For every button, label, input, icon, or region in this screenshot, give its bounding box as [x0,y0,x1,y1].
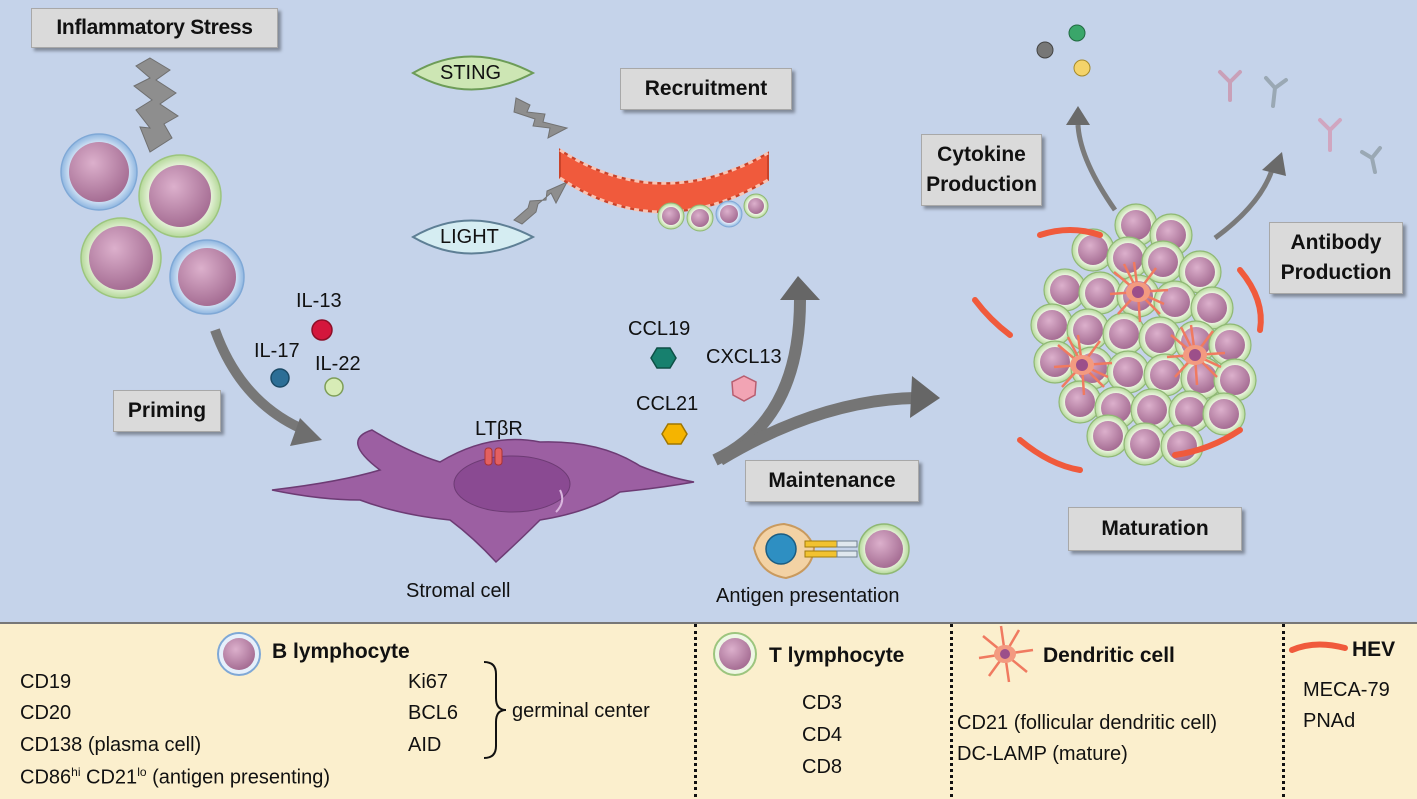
sting-label: STING [440,62,502,84]
hev-marker-pnad: PNAd [1303,710,1356,732]
antibody-production-box: Antibody Production [1269,222,1403,294]
hev-vessel [559,148,769,232]
antibody-icons [1218,70,1382,174]
legend-panel: B lymphocyte CD19 CD20 CD138 (plasma cel… [0,622,1417,799]
hev-icon [1289,641,1348,653]
cd86-text: CD86 [20,766,72,789]
dc-marker-dc-lamp: DC-LAMP (mature) [957,743,1128,765]
il22-label: IL-22 [315,353,361,375]
t-marker-cd3: CD3 [802,692,843,714]
cd86-sup: hi [71,765,81,779]
diagram-artwork [60,24,1382,580]
stromal-cell [271,429,695,564]
cytokine-production-box: Cytokine Production [921,134,1042,206]
il22-dot-icon [324,377,344,397]
antigen-presentation-icon [752,522,910,580]
legend-divider-2 [950,624,953,797]
t-marker-cd4: CD4 [802,724,843,746]
gc-marker-ki67: Ki67 [408,671,449,693]
cxcl13-label: CXCL13 [706,346,782,368]
gc-marker-bcl6: BCL6 [408,702,459,724]
gc-marker-aid: AID [408,734,442,756]
dendritic-cell-title: Dendritic cell [1043,644,1175,667]
light-label: LIGHT [440,226,499,248]
priming-box: Priming [113,390,221,432]
stromal-cell-caption: Stromal cell [406,580,511,602]
b-lymphocyte-title: B lymphocyte [272,640,410,663]
il13-dot-icon [311,319,333,341]
t-lymphocyte-title: T lymphocyte [769,644,905,667]
hev-title: HEV [1352,638,1396,661]
hev-marker-meca79: MECA-79 [1303,679,1390,701]
il13-label: IL-13 [296,290,342,312]
ccl21-label: CCL21 [636,393,699,415]
diagram-stage: Inflammatory Stress Recruitment Priming … [31,8,1403,607]
dendritic-cell-icon [978,625,1034,683]
antigen-presentation-caption: Antigen presentation [716,585,900,607]
ccl19-label: CCL19 [628,318,691,340]
stress-arrow-icon [133,57,179,153]
maturation-box: Maturation [1068,507,1242,551]
ltbr-label: LTβR [475,418,523,440]
germinal-center-label: germinal center [512,700,650,722]
b-marker-cd138: CD138 (plasma cell) [20,734,202,756]
b-marker-cd19: CD19 [20,671,72,693]
il17-label: IL-17 [254,340,300,362]
tertiary-lymphoid-structure [972,203,1264,473]
dc-marker-cd21: CD21 (follicular dendritic cell) [957,712,1218,734]
antigen-presenting-text: (antigen presenting) [146,766,330,789]
cd21-sup: lo [137,765,147,779]
legend-divider-3 [1282,624,1285,797]
maintenance-box: Maintenance [745,460,919,502]
b-lymphocyte-icon [217,632,261,676]
cd21-text: CD21 [80,766,138,789]
il17-dot-icon [270,368,290,388]
t-lymphocyte-icon [713,632,757,676]
germinal-center-brace [483,661,507,759]
inflammatory-stress-box: Inflammatory Stress [31,8,278,48]
b-marker-cd86: CD86hi CD21lo (antigen presenting) [20,765,330,790]
lymphocyte-cluster [60,133,245,315]
b-marker-cd20: CD20 [20,702,72,724]
t-marker-cd8: CD8 [802,756,843,778]
legend-icons [217,625,1348,759]
legend-divider-1 [694,624,697,797]
recruitment-box: Recruitment [620,68,792,110]
